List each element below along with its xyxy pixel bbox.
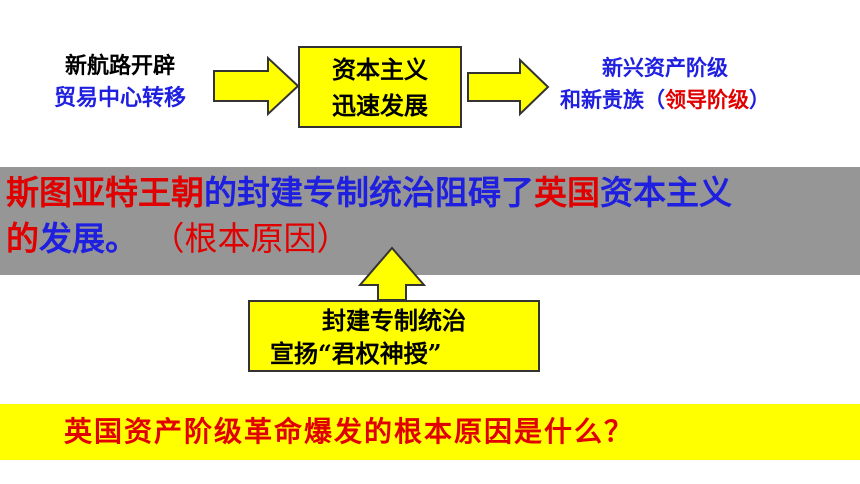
- statement-development: 发展。: [39, 219, 138, 258]
- feudal-rule-box: 封建专制统治 宣扬“君权神授”: [248, 300, 540, 372]
- nobility-suffix: ）: [749, 87, 770, 112]
- feudal-line-1: 封建专制统治: [322, 306, 466, 335]
- new-nobility-label: 和新贵族（领导阶级）: [520, 84, 810, 116]
- question-band: [0, 404, 860, 460]
- cause-new-routes: 新航路开辟: [64, 53, 175, 79]
- root-cause-note: （根本原因）: [168, 219, 350, 258]
- capitalism-development-box: 资本主义 迅速发展: [298, 46, 462, 128]
- class-text: 新兴资产阶级 和新贵族（领导阶级）: [520, 52, 810, 116]
- nobility-prefix: 和新贵族（: [560, 87, 665, 112]
- statement-band: [0, 167, 860, 275]
- statement-part-5: 的: [6, 219, 39, 258]
- statement-part-2: 的封建专制统治阻碍了: [204, 173, 534, 212]
- stuart-dynasty: 斯图亚特王朝: [6, 173, 204, 212]
- arrow-right-icon: [213, 55, 300, 117]
- result-line-1: 资本主义: [332, 55, 428, 84]
- arrow-right-icon: [467, 57, 550, 117]
- feudal-line-2: 宣扬“君权神授”: [270, 339, 442, 368]
- result-line-2: 迅速发展: [332, 91, 428, 120]
- arrow-up-icon: [357, 246, 427, 301]
- statement-capitalism: 资本主义: [600, 173, 732, 212]
- causes-text: 新航路开辟 贸易中心转移: [30, 50, 210, 114]
- cause-trade-center-shift: 贸易中心转移: [53, 85, 186, 111]
- leading-class-label: 领导阶级: [665, 87, 749, 112]
- main-statement: 斯图亚特王朝的封建专制统治阻碍了英国资本主义的发展。 （根本原因）: [6, 170, 846, 262]
- statement-england: 英国: [534, 173, 600, 212]
- question-text: 英国资产阶级革命爆发的根本原因是什么？: [64, 415, 635, 448]
- new-bourgeoisie-label: 新兴资产阶级: [602, 55, 728, 80]
